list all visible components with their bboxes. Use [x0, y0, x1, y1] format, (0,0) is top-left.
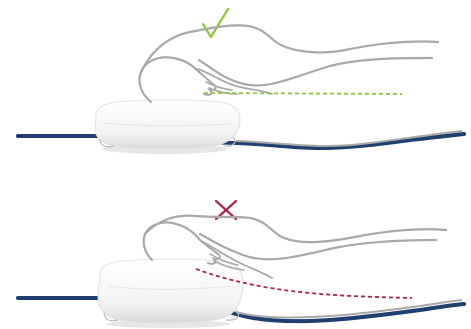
pillow — [98, 259, 243, 328]
shoulder-outline — [140, 25, 438, 75]
correct-posture-drawing — [0, 0, 471, 164]
back-outline — [199, 58, 432, 85]
spine-alignment-line — [204, 93, 402, 94]
incorrect-posture-drawing — [0, 164, 471, 328]
pillow — [95, 100, 240, 154]
shoulder-outline — [145, 216, 446, 242]
incorrect-posture-panel — [0, 164, 471, 328]
back-outline — [200, 234, 436, 259]
check-icon — [203, 9, 228, 37]
correct-posture-panel — [0, 0, 471, 164]
head-outline — [139, 57, 199, 102]
